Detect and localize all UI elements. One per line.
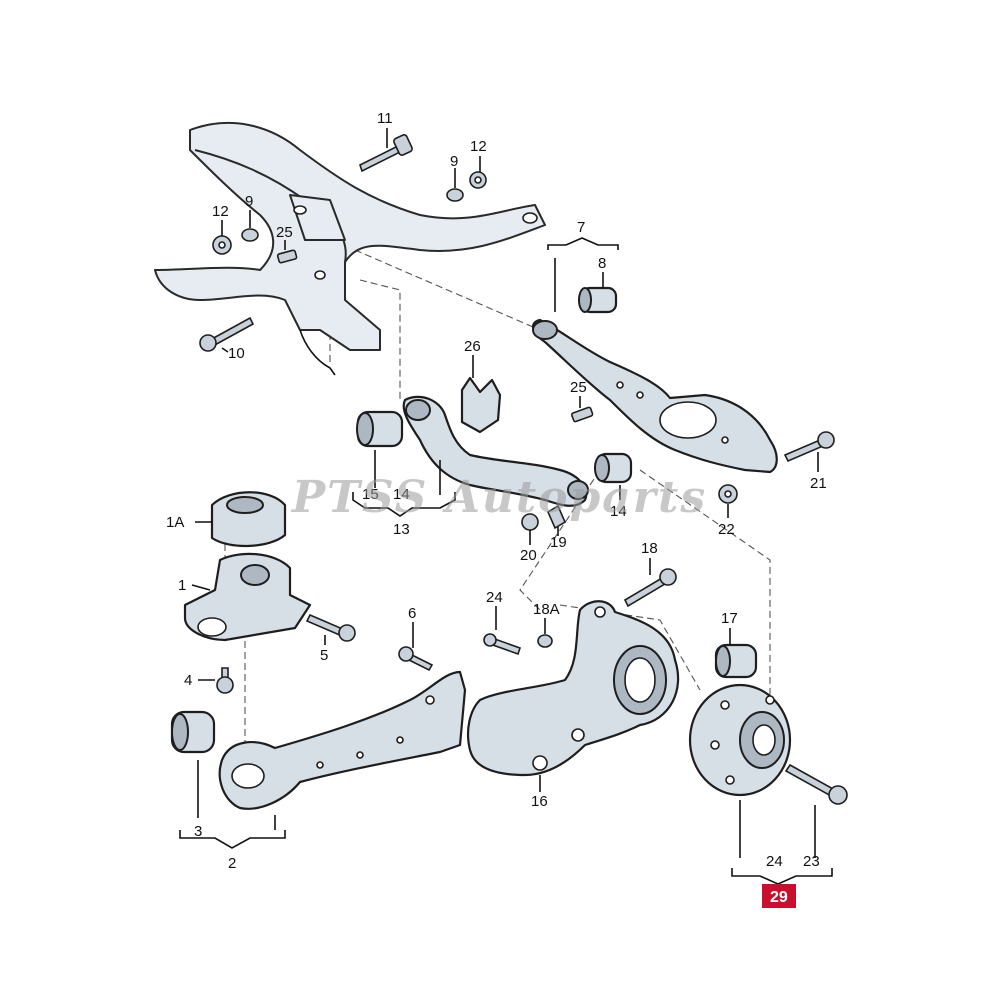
callout-12-right: 12	[470, 138, 487, 155]
callout-2: 2	[228, 855, 236, 872]
bushing-15	[356, 410, 404, 448]
callout-16: 16	[531, 793, 548, 810]
callout-labels: 11 12 9 12 9 25 10 7 8 26 25 21 22 15 14…	[166, 110, 827, 872]
callout-13: 13	[393, 521, 410, 538]
bushing-17	[714, 643, 758, 679]
callout-26: 26	[464, 338, 481, 355]
callout-23: 23	[803, 853, 820, 870]
callout-22: 22	[718, 521, 735, 538]
callout-21: 21	[810, 475, 827, 492]
callout-12-left: 12	[212, 203, 229, 220]
callout-18: 18	[641, 540, 658, 557]
callout-15: 15	[362, 486, 379, 503]
bracket-26	[460, 376, 502, 434]
callout-11: 11	[377, 110, 393, 127]
callout-6: 6	[408, 605, 416, 622]
trailing-arm	[218, 670, 467, 810]
callout-25-right: 25	[570, 379, 587, 396]
callout-1: 1	[178, 577, 186, 594]
upper-link-arm	[402, 395, 589, 507]
wheel-hub	[688, 683, 792, 797]
bushing-3	[170, 710, 216, 754]
callout-17: 17	[721, 610, 738, 627]
callout-5: 5	[320, 647, 328, 664]
fasteners	[199, 134, 848, 805]
rear-subframe	[154, 121, 546, 376]
callout-29: 29	[770, 889, 788, 906]
watermark: PTSS Autoparts	[290, 472, 707, 523]
callout-7: 7	[577, 219, 585, 236]
callout-3: 3	[194, 823, 202, 840]
callout-4: 4	[184, 672, 192, 689]
callout-14-right: 14	[610, 503, 627, 520]
callout-24-upper: 24	[486, 589, 503, 606]
mount-1	[183, 552, 312, 642]
bushing-14-right	[594, 452, 633, 484]
callout-9-right: 9	[450, 153, 458, 170]
bushing-8	[578, 286, 618, 314]
callout-20: 20	[520, 547, 537, 564]
callout-25-left: 25	[276, 224, 293, 241]
callout-9-left: 9	[245, 193, 253, 210]
callout-1A: 1A	[166, 514, 184, 531]
callout-18A: 18A	[533, 601, 560, 618]
callout-19: 19	[550, 534, 567, 551]
mount-1A	[210, 491, 287, 547]
wheel-knuckle	[466, 600, 680, 777]
lower-control-arm	[532, 318, 778, 474]
callout-14-left: 14	[393, 486, 410, 503]
leader-lines	[179, 128, 833, 885]
callout-29-badge: 29	[762, 884, 796, 908]
callout-10: 10	[228, 345, 245, 362]
callout-24-lower: 24	[766, 853, 783, 870]
callout-8: 8	[598, 255, 606, 272]
